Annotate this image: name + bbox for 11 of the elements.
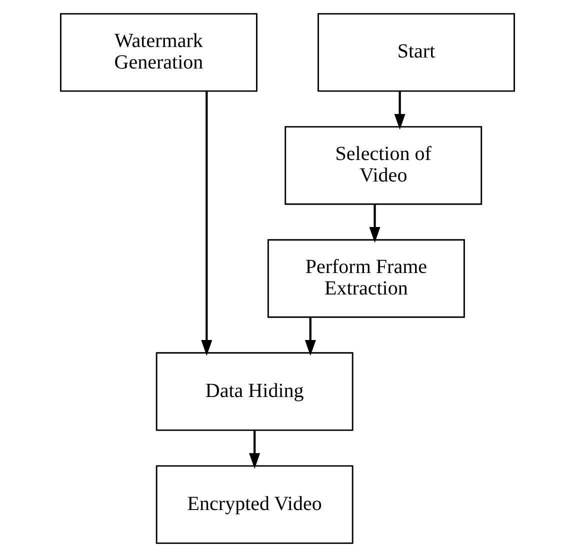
arrow bbox=[394, 91, 405, 130]
node-box: Start bbox=[317, 13, 514, 92]
node-box: Data Hiding bbox=[155, 352, 353, 431]
arrow bbox=[368, 204, 380, 243]
node-box: Watermark Generation bbox=[60, 13, 257, 92]
node-box: Selection of Video bbox=[284, 126, 482, 205]
arrow bbox=[248, 430, 260, 469]
node-box: Perform Frame Extraction bbox=[266, 239, 464, 318]
arrow bbox=[304, 317, 316, 356]
node-box: Encrypted Video bbox=[155, 465, 353, 544]
arrow bbox=[200, 91, 212, 356]
